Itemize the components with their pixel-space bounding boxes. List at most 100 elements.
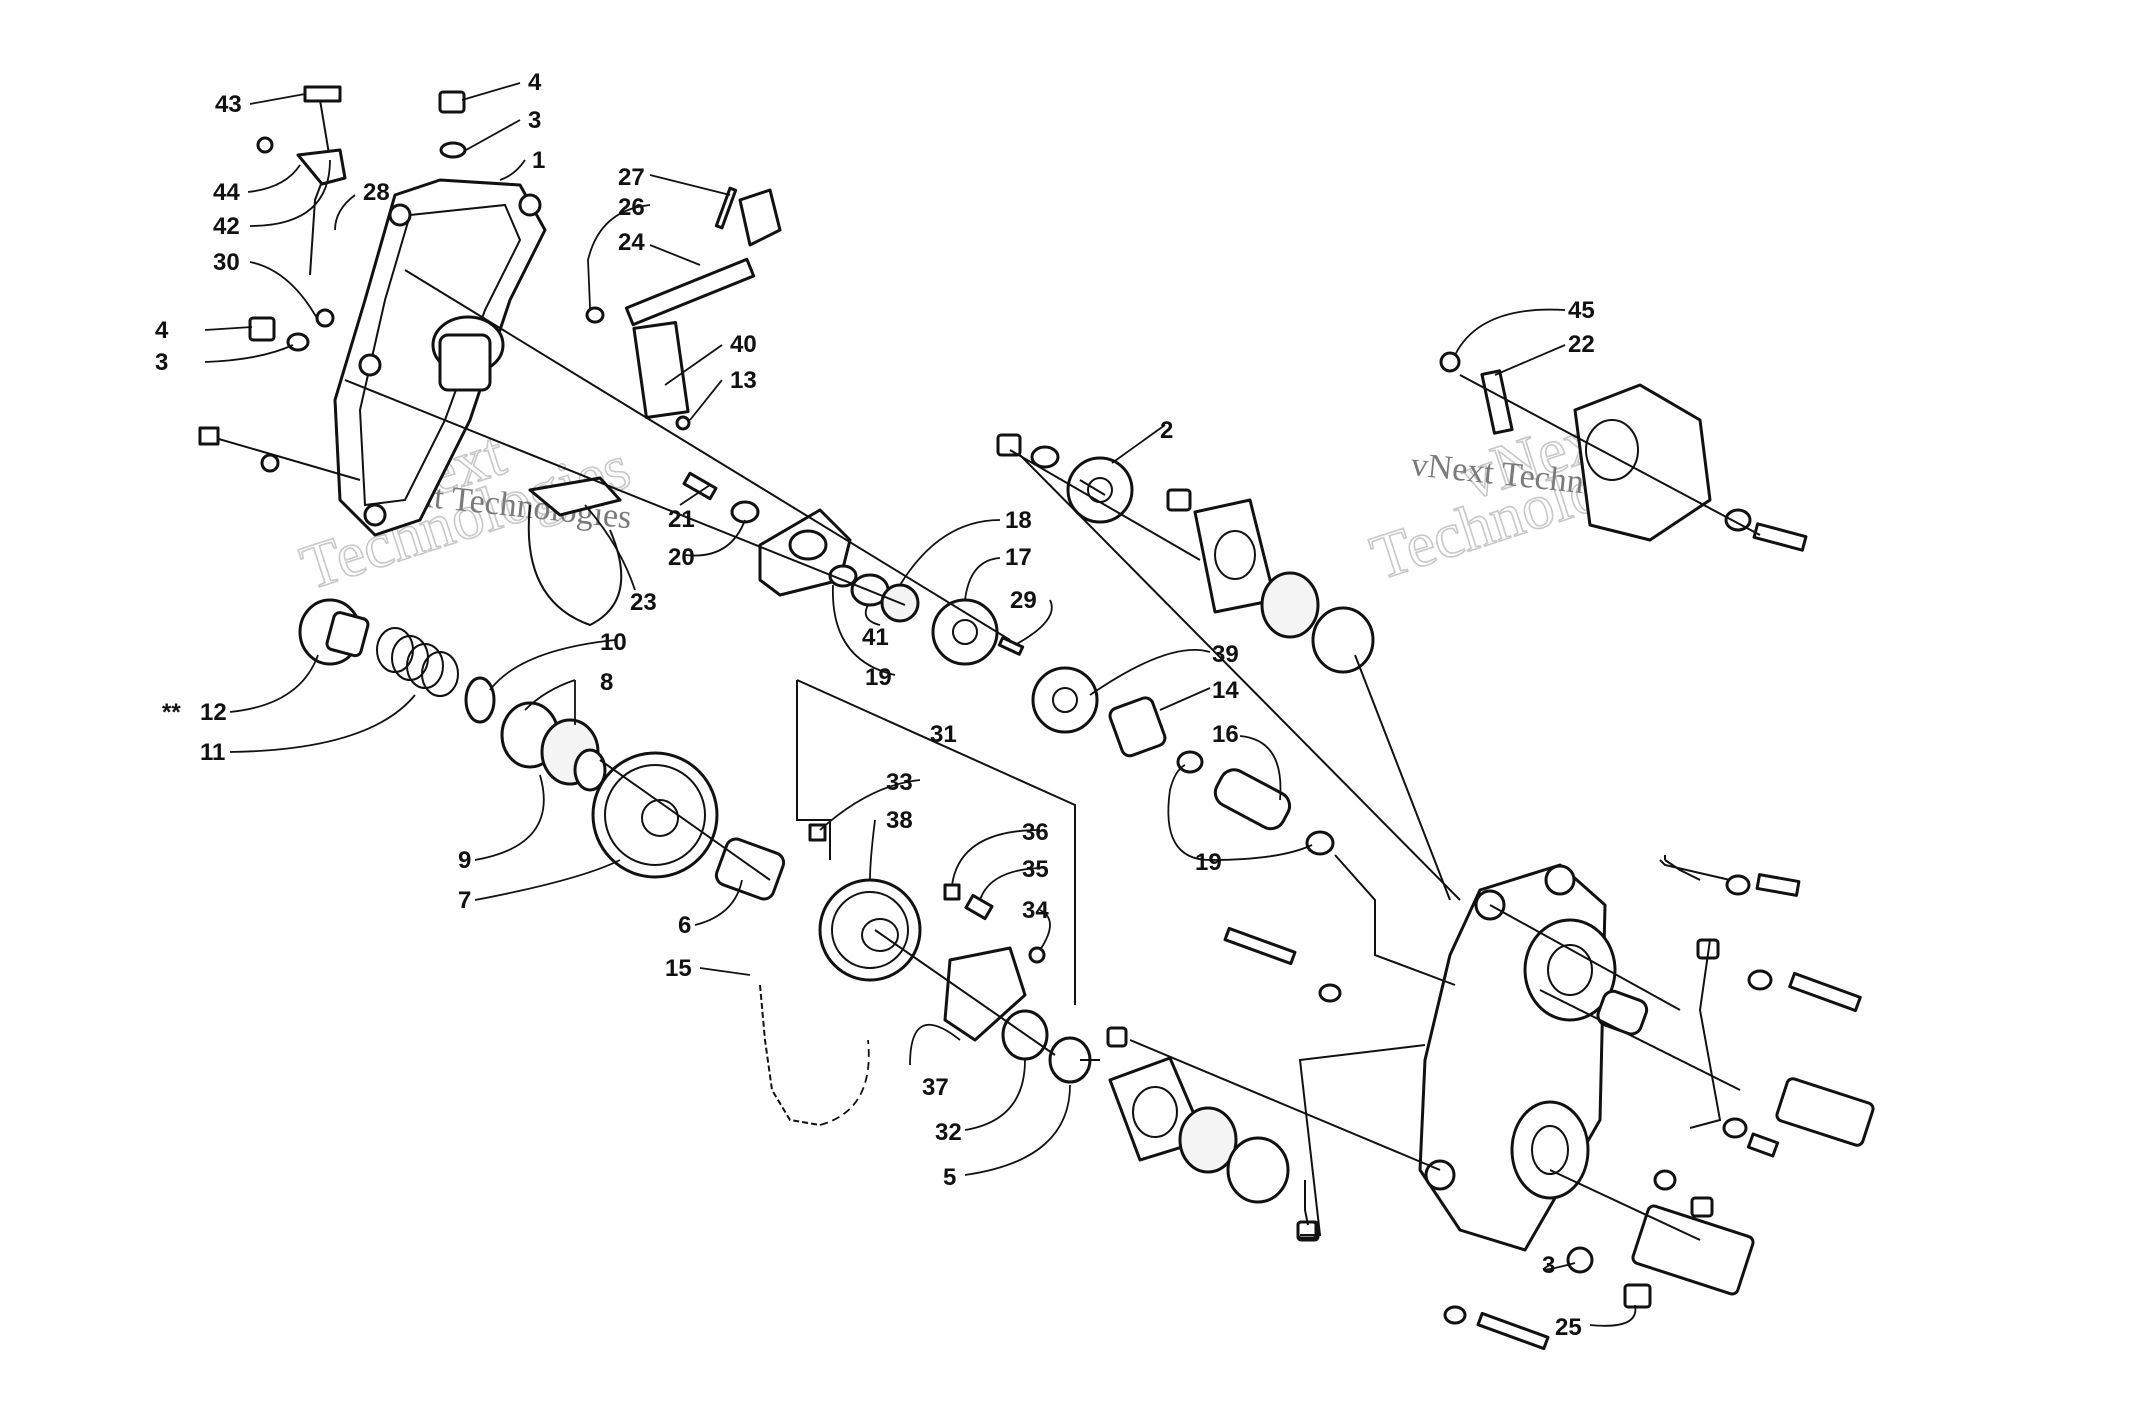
callouts: 43 44 42 28 30 4 3 1 4 3 27 26 24 40 13 … — [155, 69, 1595, 1341]
callout-5: 5 — [943, 1164, 956, 1191]
part-3-washer-lower — [1566, 1246, 1594, 1274]
mount-plate-right — [1573, 383, 1712, 542]
callout-37: 37 — [922, 1074, 949, 1101]
part-36-pin — [943, 883, 961, 901]
part-19-washer-a — [828, 564, 858, 588]
part-3-washer-left — [286, 332, 310, 352]
callout-7: 7 — [458, 887, 471, 914]
leader-lines — [204, 82, 1637, 1327]
callout-18: 18 — [1005, 507, 1032, 534]
callout-24: 24 — [618, 229, 645, 256]
bearing-lower — [1178, 1106, 1238, 1174]
part-15-chain — [759, 984, 870, 1126]
part-19-washer-c — [1305, 830, 1335, 856]
upper-drive-assembly — [996, 433, 1375, 674]
part-14-needle-bearing — [1108, 696, 1167, 758]
part-16-shaft — [1213, 768, 1292, 831]
part-38-sprocket — [818, 878, 922, 982]
callout-3-left: 3 — [155, 349, 168, 376]
part-22-strap — [1480, 369, 1514, 435]
callout-31: 31 — [930, 721, 957, 748]
callout-25: 25 — [1555, 1314, 1582, 1341]
part-4-nut-top — [438, 90, 466, 114]
callout-10: 10 — [600, 629, 627, 656]
part-10-snap-ring — [464, 676, 496, 724]
callout-19-a: 19 — [865, 664, 892, 691]
callout-3-top: 3 — [528, 107, 541, 134]
callout-23: 23 — [630, 589, 657, 616]
part-13-screw — [675, 415, 691, 431]
case-hardware — [1296, 873, 1862, 1351]
seal-lower — [1226, 1136, 1290, 1204]
callout-13: 13 — [730, 367, 757, 394]
callout-6: 6 — [678, 912, 691, 939]
part-42-bracket — [296, 148, 347, 186]
chaincase-main — [1418, 863, 1875, 1296]
part-44-bolt — [256, 136, 274, 154]
reverse-gear-stack — [828, 564, 1335, 856]
nut-upper-a — [996, 433, 1022, 457]
part-30-ring — [315, 308, 335, 328]
seal-upper — [1311, 606, 1375, 674]
part-21-pin — [682, 471, 718, 501]
callout-21: 21 — [668, 506, 695, 533]
stud-bolt — [1223, 926, 1297, 966]
part-31-assembly — [796, 679, 1092, 1084]
callout-11: 11 — [200, 739, 225, 766]
shift-shaft-assembly — [527, 186, 852, 627]
callout-40: 40 — [730, 331, 757, 358]
callout-9: 9 — [458, 847, 471, 874]
callout-27: 27 — [618, 164, 645, 191]
output-shaft-lower — [1631, 1204, 1755, 1296]
callout-29: 29 — [1010, 587, 1037, 614]
part-24-shaft — [624, 257, 756, 327]
chaincase-cover — [333, 178, 547, 537]
part-11-spring — [376, 627, 459, 697]
callout-1: 1 — [532, 147, 545, 174]
part-34-screw — [1028, 946, 1046, 964]
callout-34: 34 — [1022, 897, 1049, 924]
bolt-right-top — [1752, 522, 1808, 552]
callout-2: 2 — [1160, 417, 1173, 444]
callout-12-prefix: ** — [162, 699, 181, 726]
callout-30: 30 — [213, 249, 240, 276]
callout-28: 28 — [363, 179, 390, 206]
part-25-bolt — [1623, 1283, 1652, 1309]
part-27-lever — [738, 188, 782, 247]
assembly-lines — [344, 269, 1761, 1241]
part-17-gear — [931, 598, 999, 666]
tensioner-stack — [298, 598, 607, 792]
callout-15: 15 — [665, 955, 692, 982]
part-19-washer-b — [1176, 750, 1204, 774]
callout-16: 16 — [1212, 721, 1239, 748]
callout-33: 33 — [886, 769, 913, 796]
part-35-spring — [964, 893, 994, 921]
part-39-gear — [1031, 666, 1099, 734]
part-4-nut-left — [248, 316, 276, 342]
callout-4-left: 4 — [155, 317, 169, 344]
part-3-washer-top — [439, 141, 467, 159]
callout-43: 43 — [215, 91, 242, 118]
callout-44: 44 — [213, 179, 240, 206]
part-7-sprocket — [591, 751, 719, 879]
callout-4-top: 4 — [528, 69, 542, 96]
lower-drive-assembly — [1106, 926, 1342, 1242]
callout-32: 32 — [935, 1119, 962, 1146]
nut-upper-b — [1166, 488, 1192, 512]
callout-3-lower: 3 — [1542, 1252, 1555, 1279]
bracket-45-22 — [1439, 351, 1808, 552]
callout-8: 8 — [600, 669, 613, 696]
callout-12: 12 — [200, 699, 227, 726]
bolt-left — [198, 426, 220, 446]
callout-42: 42 — [213, 213, 240, 240]
part-29-key — [997, 636, 1025, 656]
callout-14: 14 — [1212, 677, 1239, 704]
part-20-washer — [730, 500, 760, 524]
callout-38: 38 — [886, 807, 913, 834]
part-26-pin — [714, 186, 738, 230]
part-40-plate — [632, 321, 690, 419]
nut-lower-a — [1106, 1026, 1128, 1048]
callout-41: 41 — [862, 624, 889, 651]
bearing-upper — [1260, 571, 1320, 639]
